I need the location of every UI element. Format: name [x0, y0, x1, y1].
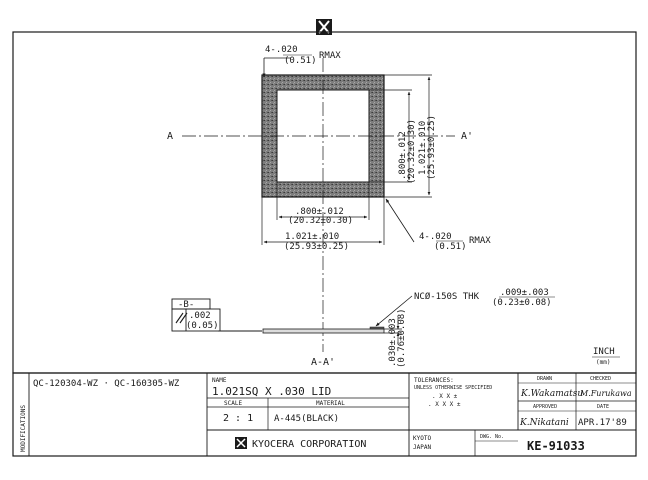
lid-thickness: .030±.003 — [388, 318, 398, 367]
scale-value: 2 : 1 — [223, 413, 253, 424]
datum-flatness-frame — [171, 298, 262, 332]
flatness-value: .002 — [189, 311, 211, 321]
section-label-right: A' — [461, 131, 473, 142]
lid-section-view — [262, 326, 385, 334]
company-name: KYOCERA CORPORATION — [252, 439, 366, 450]
svg-text:NCØ-150S THK: NCØ-150S THK — [414, 291, 480, 302]
approved-label: APPROVED — [533, 404, 557, 410]
dim-outer-horizontal-mm: (25.93±0.25) — [284, 242, 349, 252]
corner-radius-callout-top: 4-.020 (0.51) RMAX — [262, 45, 341, 78]
dim-inner-horizontal-mm: (20.32±0.30) — [288, 216, 353, 226]
title-block — [12, 372, 637, 457]
kyocera-logo-small — [235, 437, 247, 449]
modifications-label: MODIFICATIONS — [20, 405, 27, 452]
approval-date: APR.17'89 — [578, 418, 627, 428]
dim-outer-vertical: 1.021±.010 — [418, 121, 428, 175]
company-country: JAPAN — [413, 444, 431, 451]
svg-text:4-.020: 4-.020 — [265, 45, 298, 55]
tolerance-line-1: . X X ± — [432, 393, 458, 400]
svg-text:(0.51): (0.51) — [434, 242, 467, 252]
tolerances-label: TOLERANCES: — [414, 377, 454, 384]
corner-radius-callout-bottom: 4-.020 (0.51) RMAX — [385, 198, 491, 252]
svg-text:(0.51): (0.51) — [284, 56, 317, 66]
company-city: KYOTO — [413, 435, 431, 442]
dim-outer-vertical-mm: (25.93±0.25) — [427, 115, 437, 180]
scale-label: SCALE — [224, 400, 242, 407]
material-label: MATERIAL — [316, 400, 345, 407]
checked-label: CHECKED — [590, 376, 611, 382]
date-label: DATE — [597, 404, 609, 410]
dim-inner-vertical-mm: (20.32±0.30) — [407, 119, 417, 184]
drawn-signature: K.Wakamatsu — [520, 389, 583, 399]
part-name: 1.021SQ X .030 LID — [212, 385, 331, 398]
section-view-label: A-A' — [311, 357, 335, 368]
kyocera-logo-top — [316, 19, 332, 35]
tolerance-line-2: . X X X ± — [428, 401, 461, 408]
svg-text:RMAX: RMAX — [319, 51, 341, 61]
tolerances-note: UNLESS OTHERWISE SPECIFIED — [414, 385, 492, 391]
checked-signature: M.Furukawa — [579, 389, 632, 398]
svg-text:(0.23±0.08): (0.23±0.08) — [492, 298, 552, 308]
drawn-label: DRAWN — [537, 376, 552, 382]
name-label: NAME — [212, 377, 227, 384]
datum-label: -B- — [178, 300, 194, 310]
svg-text:(mm): (mm) — [596, 359, 610, 366]
svg-text:4-.020: 4-.020 — [419, 232, 452, 242]
modifications-text: QC-120304-WZ · QC-160305-WZ — [33, 379, 180, 389]
material-value: A-445(BLACK) — [274, 414, 339, 424]
lid-thickness-mm: (0.76±0.08) — [397, 308, 407, 368]
svg-text:RMAX: RMAX — [469, 236, 491, 246]
drawing-number: KE-91033 — [527, 439, 585, 453]
seal-callout: NCØ-150S THK .009±.003 (0.23±0.08) — [375, 288, 555, 327]
dim-outer-horizontal: 1.021±.010 — [285, 232, 339, 242]
section-label-left: A — [167, 131, 173, 142]
dwg-no-label: DWG. No. — [480, 434, 504, 440]
svg-text:.009±.003: .009±.003 — [500, 288, 549, 298]
lid-thickness-dim — [384, 318, 402, 344]
dim-vertical — [369, 74, 432, 198]
approved-signature: K.Nikatani — [519, 418, 569, 428]
dim-horizontal — [261, 182, 385, 245]
units-note: INCH (mm) — [592, 347, 620, 366]
svg-text:INCH: INCH — [593, 347, 615, 357]
dim-inner-vertical: .800±.012 — [398, 131, 408, 180]
dim-inner-horizontal: .800±.012 — [295, 207, 344, 217]
flatness-value-mm: (0.05) — [186, 321, 219, 331]
